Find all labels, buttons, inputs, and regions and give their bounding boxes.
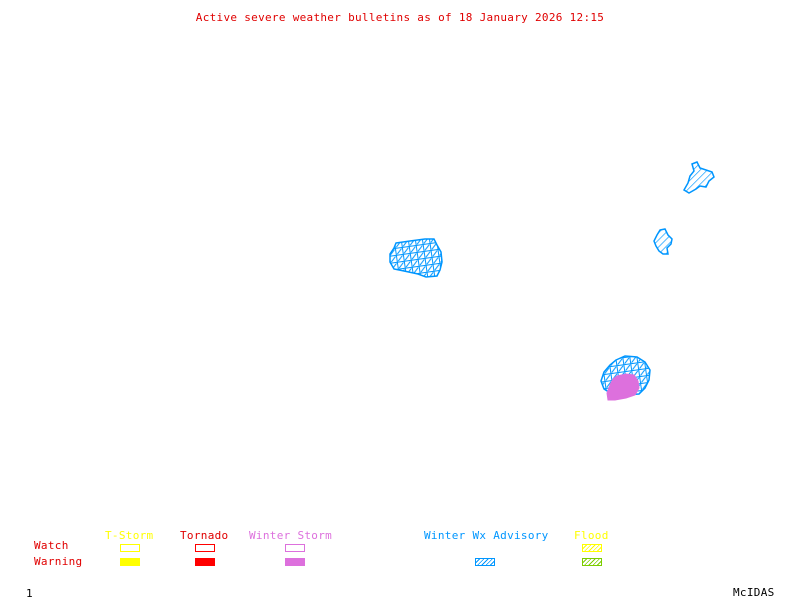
legend-row-label-watch: Watch (34, 539, 69, 552)
legend-swatch-winter-wx-advisory (475, 558, 495, 566)
legend-label-tornado: Tornado (180, 529, 229, 542)
legend-swatch-tornado-watch (195, 544, 215, 552)
legend-swatch-flood-warning (582, 558, 602, 566)
legend-label-flood: Flood (574, 529, 609, 542)
legend-swatch-tornado-warning (195, 558, 215, 566)
legend-swatch-tstorm-watch (120, 544, 140, 552)
bulletin-title: Active severe weather bulletins as of 18… (195, 11, 605, 24)
winter-storm-warning-region-southeast (606, 373, 640, 401)
frame-number: 1 (26, 587, 33, 600)
advisory-region-northeast (682, 161, 715, 194)
legend-swatch-winter-storm-warning (285, 558, 305, 566)
advisory-region-east (653, 228, 673, 255)
advisory-region-central (389, 238, 443, 278)
legend-row-label-warning: Warning (34, 555, 83, 568)
legend-swatch-flood-watch (582, 544, 602, 552)
legend-swatch-winter-storm-watch (285, 544, 305, 552)
legend-label-winter-wx-advisory: Winter Wx Advisory (424, 529, 549, 542)
legend-swatch-tstorm-warning (120, 558, 140, 566)
legend-label-tstorm: T-Storm (105, 529, 154, 542)
legend-label-winter-storm: Winter Storm (249, 529, 333, 542)
mcidas-brand-label: McIDAS (733, 586, 775, 599)
bulletin-map (389, 161, 715, 401)
